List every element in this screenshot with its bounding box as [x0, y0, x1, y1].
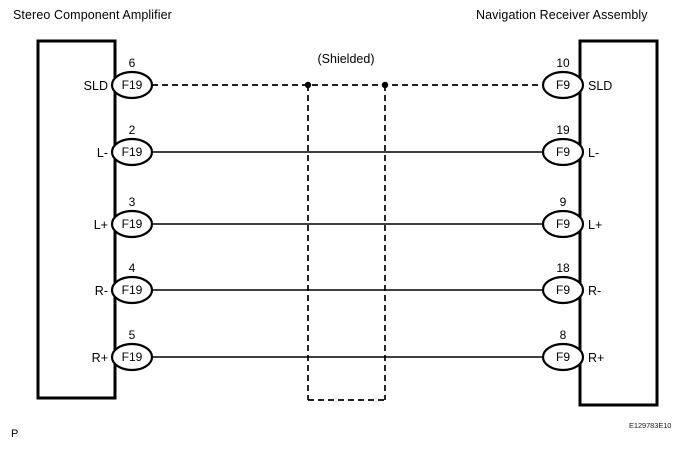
- left-terminal-oval: [110, 70, 154, 100]
- left-signal-label: R-: [95, 284, 108, 298]
- wire-row: F19 F9 4 18R- R-: [95, 261, 601, 305]
- right-signal-label: SLD: [588, 79, 612, 93]
- left-pin-number: 2: [129, 123, 136, 137]
- left-pin-number: 5: [129, 328, 136, 342]
- left-signal-label: SLD: [84, 79, 108, 93]
- right-terminal-code: F9: [556, 350, 570, 364]
- wire-row: F19 F9 2 19L- L-: [97, 123, 599, 167]
- right-terminal-code: F9: [556, 283, 570, 297]
- left-signal-label: L-: [97, 146, 108, 160]
- left-terminal-oval: [110, 275, 154, 305]
- wire-row: F19 F9 3 9L+ L+: [94, 195, 602, 239]
- left-terminal-code: F19: [122, 145, 143, 159]
- left-component-title: Stereo Component Amplifier: [13, 8, 172, 22]
- right-terminal-code: F9: [556, 217, 570, 231]
- left-pin-number: 4: [129, 261, 136, 275]
- right-terminal-oval: [541, 70, 585, 100]
- left-terminal-oval: [110, 137, 154, 167]
- shield-label: (Shielded): [318, 52, 375, 66]
- right-terminal-oval: [541, 275, 585, 305]
- right-terminal-code: F9: [556, 78, 570, 92]
- shield-junction-dot-left: [304, 81, 312, 89]
- left-component-box: [36, 39, 117, 400]
- shield-junction-dot-right: [381, 81, 389, 89]
- right-pin-number: 18: [556, 261, 570, 275]
- right-pin-number: 9: [560, 195, 567, 209]
- shield-enclosure: [307, 85, 386, 401]
- left-terminal-code: F19: [122, 78, 143, 92]
- page-mark: P: [11, 428, 19, 440]
- right-signal-label: L+: [588, 218, 602, 232]
- right-signal-label: R-: [588, 284, 601, 298]
- right-pin-number: 8: [560, 328, 567, 342]
- figure-code: E129783E10: [629, 421, 672, 430]
- left-pin-number: 3: [129, 195, 136, 209]
- left-terminal-oval: [110, 342, 154, 372]
- left-signal-label: L+: [94, 218, 108, 232]
- right-component-box: [578, 39, 659, 407]
- right-terminal-code: F9: [556, 145, 570, 159]
- left-terminal-code: F19: [122, 217, 143, 231]
- left-terminal-oval: [110, 209, 154, 239]
- wire-row: F19 F9 5 8R+ R+: [92, 328, 604, 372]
- left-terminal-code: F19: [122, 283, 143, 297]
- right-terminal-oval: [541, 342, 585, 372]
- right-pin-number: 10: [556, 56, 570, 70]
- left-terminal-code: F19: [122, 350, 143, 364]
- right-terminal-oval: [541, 137, 585, 167]
- right-terminal-oval: [541, 209, 585, 239]
- right-signal-label: R+: [588, 351, 604, 365]
- right-component-title: Navigation Receiver Assembly: [476, 8, 648, 22]
- left-signal-label: R+: [92, 351, 108, 365]
- right-signal-label: L-: [588, 146, 599, 160]
- right-pin-number: 19: [556, 123, 570, 137]
- left-pin-number: 6: [129, 56, 136, 70]
